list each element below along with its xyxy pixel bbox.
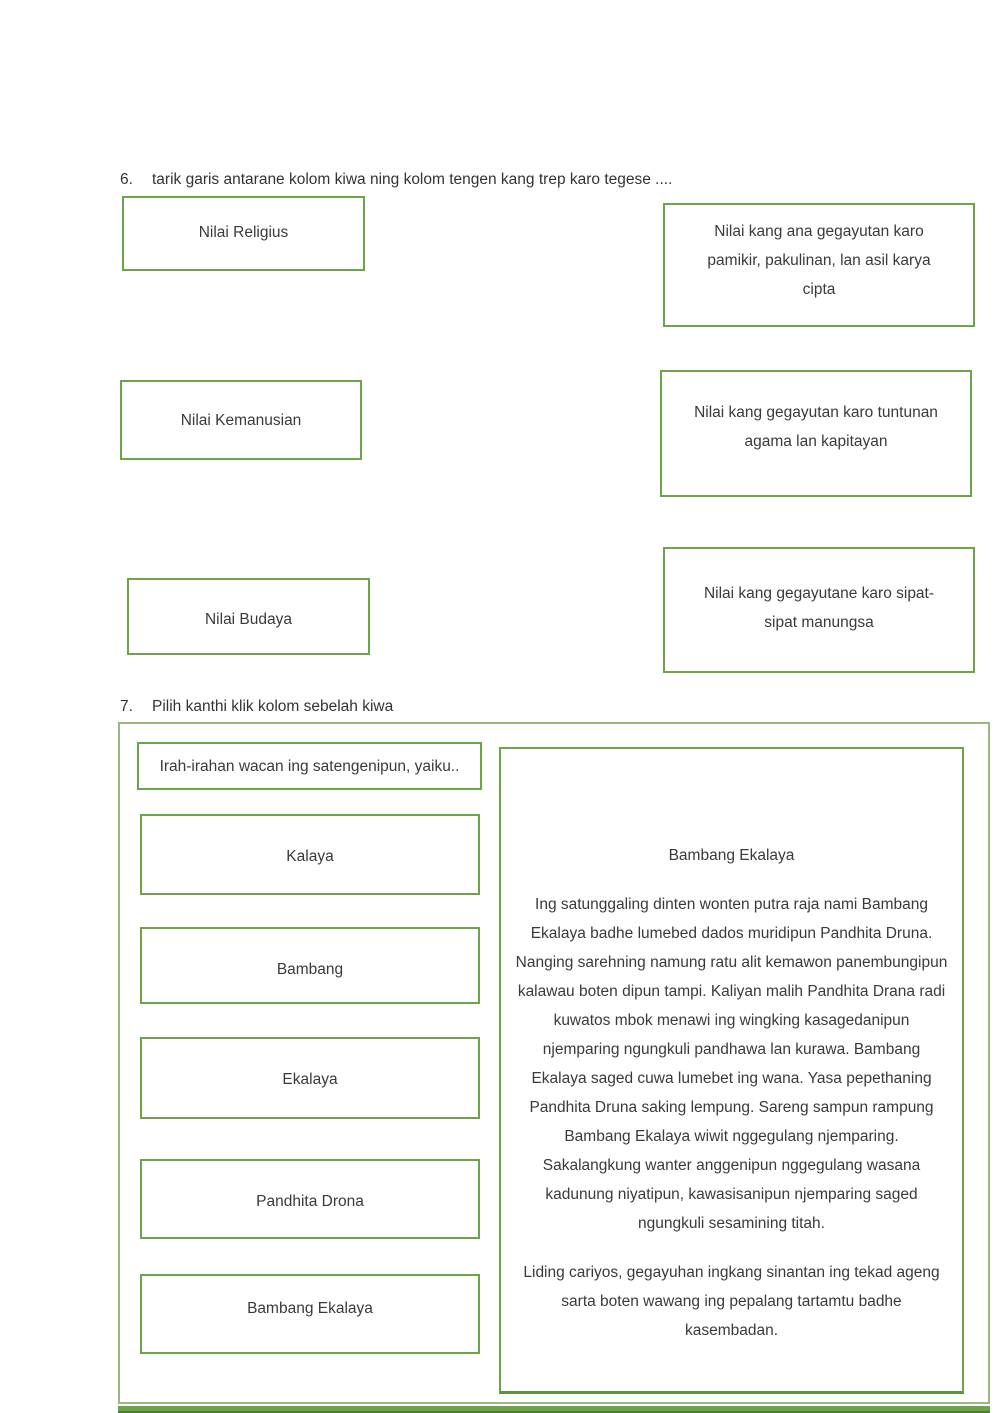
option-box-ekalaya[interactable]: Ekalaya [140,1037,480,1119]
option-label: Kalaya [286,848,334,865]
question7-prompt: 7. Pilih kanthi klik kolom sebelah kiwa [120,698,393,716]
option-box-kalaya[interactable]: Kalaya [140,814,480,895]
question7-question-text: Irah-irahan wacan ing satengenipun, yaik… [159,757,460,775]
match-left-label: Nilai Religius [198,224,289,241]
passage-paragraph: Ing satunggaling dinten wonten putra raj… [515,896,948,1232]
match-right-label: Nilai kang ana gegayutan karo pamikir, p… [707,223,931,298]
option-label: Bambang [276,961,344,978]
question6-number: 6. [120,171,133,188]
match-right-box-3[interactable]: Nilai kang gegayutane karo sipat-sipat m… [663,547,975,673]
match-left-box-kemanusian[interactable]: Nilai Kemanusian [120,380,362,460]
passage-box: Bambang Ekalaya Ing satunggaling dinten … [499,747,964,1394]
passage-paragraph: Liding cariyos, gegayuhan ingkang sinant… [523,1264,940,1339]
match-left-box-budaya[interactable]: Nilai Budaya [127,578,370,655]
cutoff-next-box-top [118,1406,990,1413]
question7-question-box: Irah-irahan wacan ing satengenipun, yaik… [137,742,482,790]
match-left-label: Nilai Kemanusian [180,412,302,429]
match-left-box-religius[interactable]: Nilai Religius [122,196,365,271]
match-left-label: Nilai Budaya [204,611,293,628]
option-label: Pandhita Drona [256,1193,364,1210]
question7-prompt-text: Pilih kanthi klik kolom sebelah kiwa [152,698,394,715]
option-box-bambang-ekalaya[interactable]: Bambang Ekalaya [140,1274,480,1354]
match-right-label: Nilai kang gegayutan karo tuntunan agama… [694,404,938,450]
option-label: Bambang Ekalaya [247,1300,373,1317]
option-box-bambang[interactable]: Bambang [140,927,480,1004]
question6-prompt: 6. tarik garis antarane kolom kiwa ning k… [120,171,672,189]
question7-number: 7. [120,698,133,715]
option-label: Ekalaya [282,1071,338,1088]
match-right-box-1[interactable]: Nilai kang ana gegayutan karo pamikir, p… [663,203,975,327]
passage-title: Bambang Ekalaya [668,847,795,864]
question6-prompt-text: tarik garis antarane kolom kiwa ning kol… [152,171,673,188]
option-box-pandhita-drona[interactable]: Pandhita Drona [140,1159,480,1239]
match-right-label: Nilai kang gegayutane karo sipat-sipat m… [703,585,935,631]
question7-container: Irah-irahan wacan ing satengenipun, yaik… [118,722,990,1404]
match-right-box-2[interactable]: Nilai kang gegayutan karo tuntunan agama… [660,370,972,497]
